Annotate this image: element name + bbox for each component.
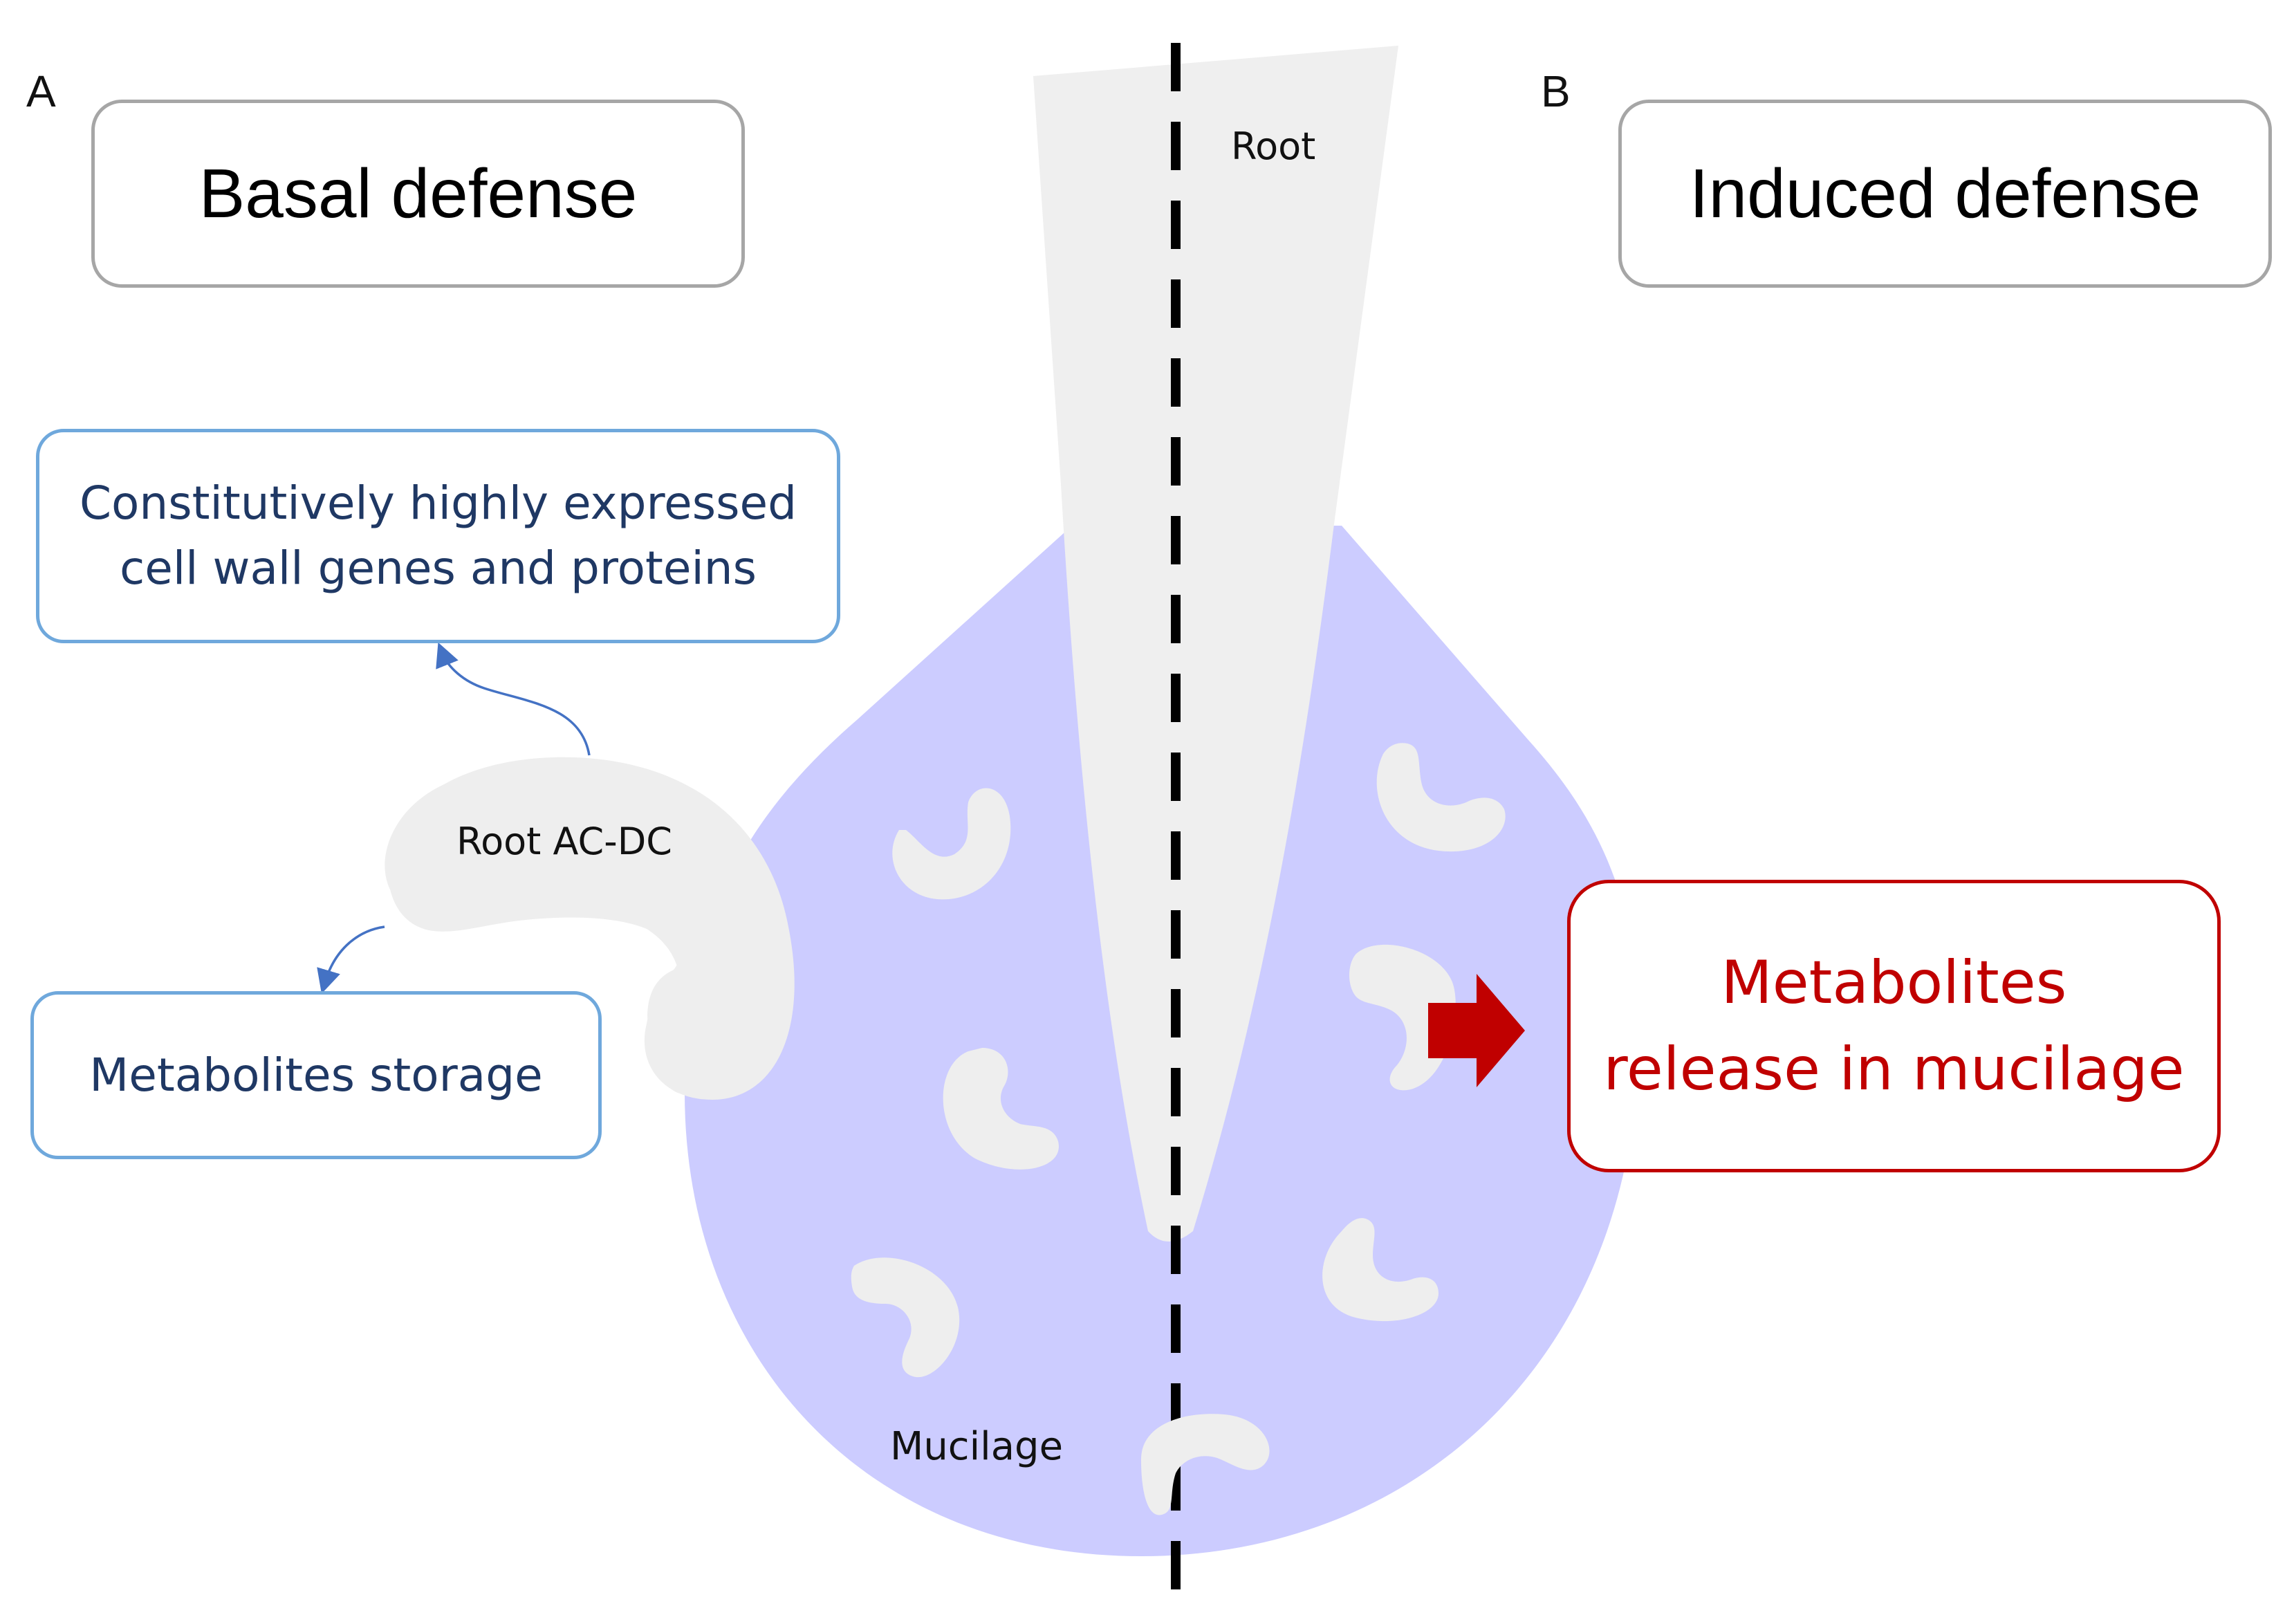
cell-6: [851, 1257, 960, 1378]
cell-wall-line-2: cell wall genes and proteins: [119, 542, 757, 595]
induced-defense-title: Induced defense: [1689, 154, 2201, 232]
metabolites-storage-text: Metabolites storage: [89, 1048, 543, 1102]
panel-letter-b: B: [1541, 66, 1571, 116]
right-arrow-icon: [1428, 974, 1525, 1087]
basal-defense-title: Basal defense: [198, 154, 638, 232]
metabolites-release-box: Metabolites release in mucilage: [1567, 880, 2221, 1172]
root-label: Root: [1231, 124, 1315, 168]
cell-7: [1141, 1414, 1270, 1515]
cell-5: [1322, 1218, 1439, 1322]
cell-2: [1376, 743, 1506, 852]
curved-arrow-icon-up: [436, 642, 591, 756]
basal-defense-title-box: Basal defense: [91, 100, 745, 288]
cell-wall-line-1: Constitutively highly expressed: [79, 477, 797, 530]
cell-1: [892, 788, 1011, 900]
cell-3: [943, 1048, 1059, 1170]
root-acdc-cell-body: [387, 757, 795, 1100]
cell-wall-box: Constitutively highly expressed cell wal…: [36, 429, 840, 643]
release-line-2: release in mucilage: [1603, 1034, 2185, 1104]
panel-letter-a: A: [26, 66, 56, 116]
metabolites-storage-box: Metabolites storage: [30, 991, 602, 1159]
root-shape: [1033, 46, 1398, 1242]
curved-arrow-icon-down: [317, 925, 385, 994]
mucilage-label: Mucilage: [890, 1424, 1063, 1469]
release-line-1: Metabolites: [1721, 948, 2067, 1017]
root-acdc-label: Root AC-DC: [456, 820, 672, 863]
induced-defense-title-box: Induced defense: [1618, 100, 2272, 288]
